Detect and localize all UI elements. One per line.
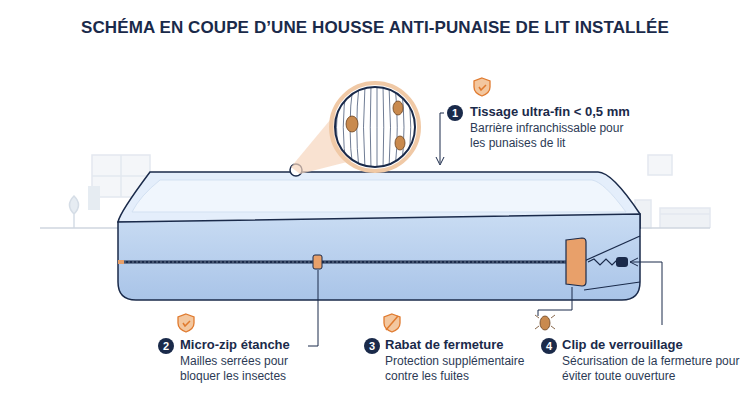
callout-number: 4	[541, 338, 557, 354]
callout-heading: Rabat de fermeture	[385, 337, 503, 352]
callout-text: Sécurisation de la fermeture pour éviter…	[562, 354, 742, 384]
callout-number: 2	[158, 338, 174, 354]
callout-text: Barrière infranchissable pour les punais…	[470, 121, 640, 151]
callout-heading: Micro-zip étanche	[180, 337, 290, 352]
callout-number: 1	[447, 105, 463, 121]
callout-heading: Clip de verrouillage	[562, 337, 683, 352]
callout-text: Protection supplémentaire contre les fui…	[385, 354, 535, 384]
callout-heading: Tissage ultra-fin < 0,5 mm	[470, 104, 630, 119]
diagram-title: SCHÉMA EN COUPE D’UNE HOUSSE ANTI-PUNAIS…	[81, 18, 669, 38]
callout-number: 3	[364, 338, 380, 354]
callout-text: Mailles serrées pour bloquer les insecte…	[180, 354, 310, 384]
